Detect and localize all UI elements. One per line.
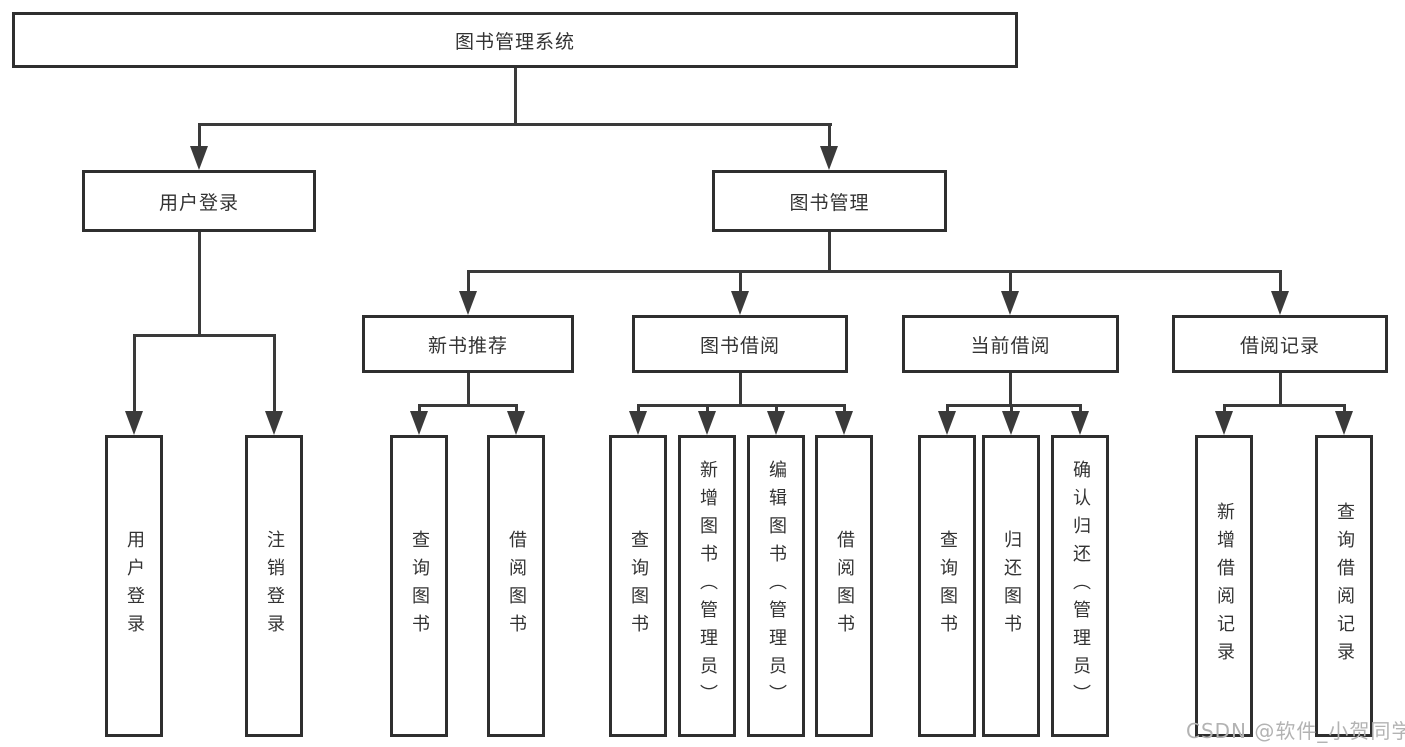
- arrowhead-icon: [1071, 411, 1089, 435]
- node-leaf-query-borrow-record: 查询借阅记录: [1315, 435, 1373, 737]
- node-leaf-user-login: 用户登录: [105, 435, 163, 737]
- node-leaf-query-books-borrow-label: 查询图书: [628, 530, 649, 642]
- connector-stub: [515, 404, 518, 413]
- connector-stub: [1223, 404, 1226, 413]
- node-leaf-user-login-label: 用户登录: [124, 530, 145, 642]
- connector-drop-book-borrow: [739, 270, 742, 291]
- node-book-management: 图书管理: [712, 170, 947, 232]
- node-leaf-borrow-books-recommend-label: 借阅图书: [506, 530, 527, 642]
- node-leaf-edit-books-admin-label: 编辑图书（管理员）: [766, 460, 787, 712]
- node-library-system: 图书管理系统: [12, 12, 1018, 68]
- connector-book-mgmt-crossbar: [467, 270, 1282, 273]
- connector-book-borrow-crossbar: [637, 404, 845, 407]
- arrowhead-icon: [265, 411, 283, 435]
- connector-book-mgmt-stem: [828, 232, 831, 273]
- connector-stub: [946, 404, 949, 413]
- connector-stub: [706, 404, 709, 413]
- connector-drop-book-management: [828, 123, 831, 150]
- node-leaf-return-books-label: 归还图书: [1001, 530, 1022, 642]
- arrowhead-icon: [1271, 291, 1289, 315]
- arrowhead-icon: [410, 411, 428, 435]
- arrowhead-icon: [125, 411, 143, 435]
- arrowhead-icon: [731, 291, 749, 315]
- connector-drop-current-borrow: [1009, 270, 1012, 291]
- node-leaf-query-books-current-label: 查询图书: [937, 530, 958, 642]
- node-leaf-query-books-current: 查询图书: [918, 435, 976, 737]
- connector-stub: [843, 404, 846, 413]
- arrowhead-icon: [1001, 291, 1019, 315]
- arrowhead-icon: [820, 146, 838, 170]
- connector-stub: [1079, 404, 1082, 413]
- connector-user-login-stem: [198, 232, 201, 337]
- arrowhead-icon: [190, 146, 208, 170]
- arrowhead-icon: [938, 411, 956, 435]
- connector-root-crossbar: [198, 123, 832, 126]
- node-leaf-query-borrow-record-label: 查询借阅记录: [1334, 502, 1355, 670]
- node-leaf-query-books-recommend: 查询图书: [390, 435, 448, 737]
- node-library-system-label: 图书管理系统: [454, 30, 575, 53]
- arrowhead-icon: [767, 411, 785, 435]
- node-new-book-recommend: 新书推荐: [362, 315, 574, 373]
- node-leaf-add-books-admin: 新增图书（管理员）: [678, 435, 736, 737]
- node-leaf-return-books: 归还图书: [982, 435, 1040, 737]
- node-new-book-recommend-label: 新书推荐: [427, 334, 508, 357]
- connector-stub: [1010, 404, 1013, 413]
- node-leaf-add-books-admin-label: 新增图书（管理员）: [697, 460, 718, 712]
- csdn-watermark: CSDN @软件_小贺同学: [1186, 719, 1405, 743]
- connector-book-borrow-stem: [739, 373, 742, 407]
- connector-current-borrow-crossbar: [946, 404, 1081, 407]
- node-leaf-edit-books-admin: 编辑图书（管理员）: [747, 435, 805, 737]
- arrowhead-icon: [1002, 411, 1020, 435]
- arrowhead-icon: [1215, 411, 1233, 435]
- connector-new-book-stem: [467, 373, 470, 407]
- node-leaf-add-borrow-record-label: 新增借阅记录: [1214, 502, 1235, 670]
- arrowhead-icon: [629, 411, 647, 435]
- connector-stub: [1343, 404, 1346, 413]
- connector-root-stem: [514, 68, 517, 126]
- node-leaf-logout-label: 注销登录: [264, 530, 285, 642]
- connector-drop-new-book: [467, 270, 470, 291]
- connector-new-book-crossbar: [418, 404, 518, 407]
- connector-stub: [637, 404, 640, 413]
- node-leaf-confirm-return-admin: 确认归还（管理员）: [1051, 435, 1109, 737]
- node-borrow-records: 借阅记录: [1172, 315, 1388, 373]
- node-current-borrow: 当前借阅: [902, 315, 1119, 373]
- node-user-login-branch-label: 用户登录: [158, 191, 239, 214]
- node-leaf-logout: 注销登录: [245, 435, 303, 737]
- arrowhead-icon: [835, 411, 853, 435]
- node-leaf-borrow-books-label: 借阅图书: [834, 530, 855, 642]
- node-user-login-branch: 用户登录: [82, 170, 316, 232]
- node-leaf-add-borrow-record: 新增借阅记录: [1195, 435, 1253, 737]
- connector-drop-user-login: [198, 123, 201, 150]
- arrowhead-icon: [698, 411, 716, 435]
- node-leaf-borrow-books-recommend: 借阅图书: [487, 435, 545, 737]
- arrowhead-icon: [1335, 411, 1353, 435]
- node-book-management-label: 图书管理: [789, 191, 870, 214]
- node-current-borrow-label: 当前借阅: [970, 334, 1051, 357]
- connector-current-borrow-stem: [1009, 373, 1012, 407]
- connector-drop-login-leaf: [133, 334, 136, 412]
- connector-user-login-crossbar: [133, 334, 276, 337]
- connector-stub: [418, 404, 421, 413]
- node-book-borrow-label: 图书借阅: [699, 334, 780, 357]
- node-leaf-confirm-return-admin-label: 确认归还（管理员）: [1070, 460, 1091, 712]
- node-leaf-borrow-books: 借阅图书: [815, 435, 873, 737]
- connector-drop-logout-leaf: [273, 334, 276, 412]
- node-book-borrow: 图书借阅: [632, 315, 848, 373]
- connector-borrow-records-stem: [1279, 373, 1282, 407]
- node-leaf-query-books-recommend-label: 查询图书: [409, 530, 430, 642]
- arrowhead-icon: [507, 411, 525, 435]
- connector-drop-borrow-records: [1279, 270, 1282, 291]
- connector-stub: [775, 404, 778, 413]
- node-leaf-query-books-borrow: 查询图书: [609, 435, 667, 737]
- connector-borrow-records-crossbar: [1223, 404, 1345, 407]
- arrowhead-icon: [459, 291, 477, 315]
- node-borrow-records-label: 借阅记录: [1239, 334, 1320, 357]
